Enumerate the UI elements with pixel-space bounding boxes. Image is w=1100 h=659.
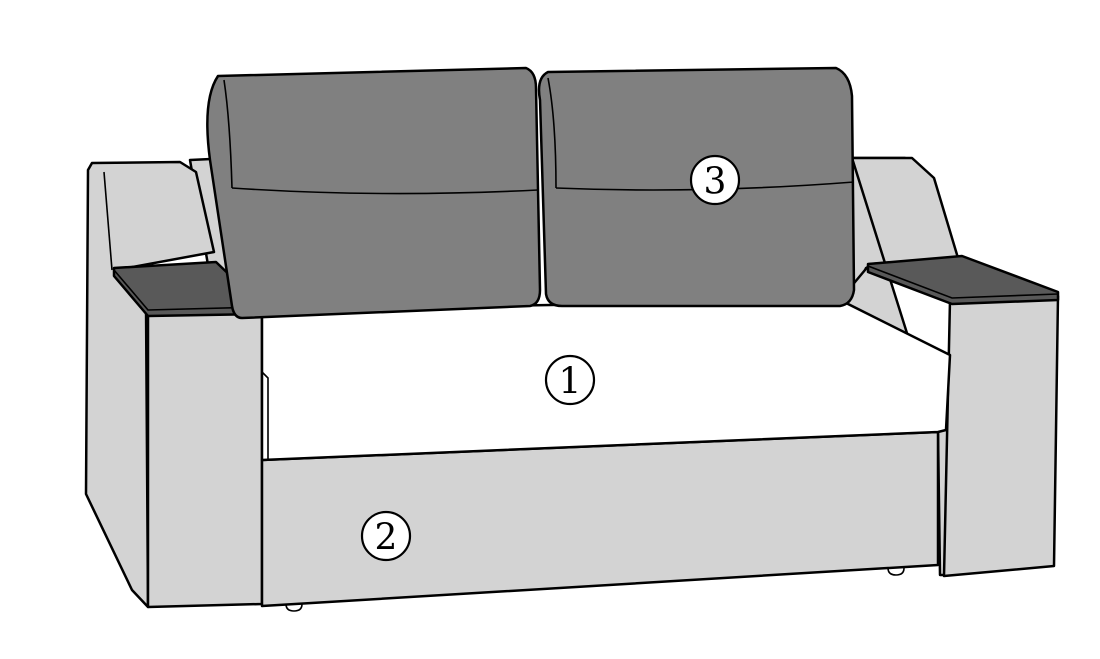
right-armrest-top-edge (867, 265, 1059, 299)
svg-text:3: 3 (704, 162, 727, 203)
right-armrest-front (942, 294, 1060, 578)
back-cushion-left-edge (223, 79, 233, 189)
part-label-back-cushion: 3 (689, 154, 741, 206)
drawer-foot-right (887, 567, 905, 576)
left-armrest-front (146, 312, 264, 609)
drawer-foot-left (285, 603, 303, 612)
back-cushion-right-edge (547, 77, 557, 189)
left-armrest-top-edge (113, 269, 263, 311)
svg-text:1: 1 (559, 362, 582, 403)
right-armrest-top (866, 254, 1060, 306)
part-label-drawer: 2 (360, 510, 412, 562)
left-armrest-crease (103, 171, 113, 271)
back-cushion-left-seam (231, 187, 539, 195)
seat-tuck-left (261, 371, 269, 460)
svg-text:2: 2 (375, 518, 398, 559)
seat-cushion (260, 298, 952, 462)
part-label-seat: 1 (544, 354, 596, 406)
drawer-front (260, 430, 940, 608)
